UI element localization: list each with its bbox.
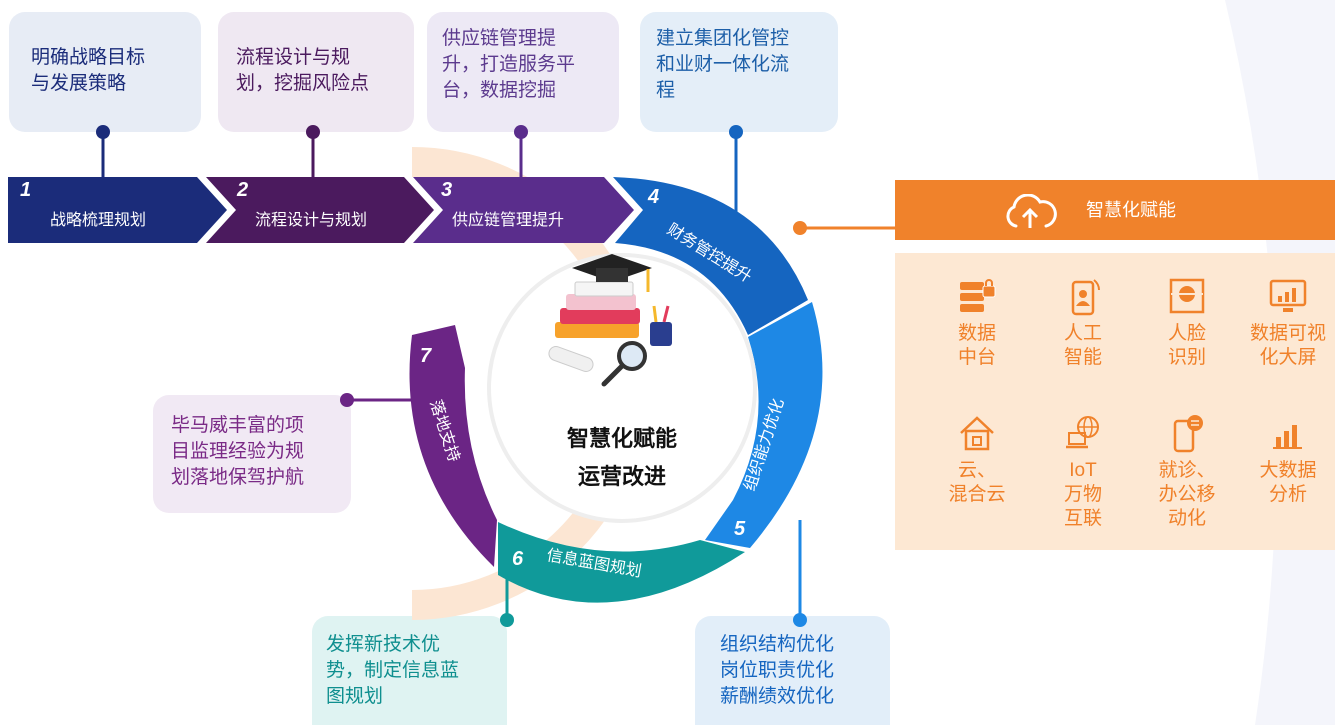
service-ai: 人工 智能 <box>1028 276 1138 370</box>
bubble-supply-line2: 升，打造服务平 <box>442 54 576 75</box>
service-6-line3: 互联 <box>1063 508 1102 529</box>
center-title-line1: 智慧化赋能 <box>567 426 677 451</box>
bubble-blueprint-line1: 发挥新技术优 <box>326 634 441 655</box>
bubble-supply-line1: 供应链管理提 <box>442 28 557 49</box>
step-4-segment <box>613 177 808 335</box>
step-1-arrow <box>8 177 227 243</box>
bubble-landing-line3: 划落地保驾护航 <box>171 467 305 488</box>
face-scan-icon <box>1169 278 1205 314</box>
books-illustration <box>548 254 672 387</box>
connector-dot-5 <box>793 613 807 627</box>
bubble-finance: 建立集团化管控 和业财一体化流 程 <box>640 12 838 132</box>
bubble-blueprint-line2: 势，制定信息蓝 <box>326 660 460 681</box>
step-4-number: 4 <box>647 186 659 208</box>
bubble-org-line1: 组织结构优化 <box>720 634 835 655</box>
step-7-segment <box>409 325 497 567</box>
bubble-blueprint-line3: 图规划 <box>326 686 384 707</box>
service-5-line1: 云、 <box>957 460 996 481</box>
bubble-strategy-line2: 与发展策略 <box>31 73 127 94</box>
bubble-process-line2: 划，挖掘风险点 <box>236 73 370 94</box>
service-iot: IoT 万物 互联 <box>1028 413 1138 531</box>
step-2-number: 2 <box>236 179 248 201</box>
bubble-process: 流程设计与规 划，挖掘风险点 <box>218 12 414 132</box>
bubble-landing-support: 毕马威丰富的项 目监理经验为规 划落地保驾护航 <box>153 395 351 513</box>
service-8-line2: 分析 <box>1268 484 1307 505</box>
bubble-strategy: 明确战略目标 与发展策略 <box>9 12 201 132</box>
enablement-header <box>895 180 1335 240</box>
step-3-number: 3 <box>441 179 452 201</box>
bubble-finance-line1: 建立集团化管控 <box>656 28 790 49</box>
service-6-line1: IoT <box>1069 460 1097 481</box>
service-2-line2: 智能 <box>1063 347 1102 368</box>
service-1-line2: 中台 <box>957 347 996 368</box>
bubble-landing-line2: 目监理经验为规 <box>171 441 305 462</box>
service-2-line1: 人工 <box>1063 323 1102 344</box>
center-title-line2: 运营改进 <box>578 464 666 489</box>
enablement-grid: 数据 中台 人工 智能 人脸 识别 数据可视 化大屏 <box>895 253 1335 550</box>
connector-dot-2 <box>306 125 320 139</box>
service-3-line1: 人脸 <box>1167 323 1206 344</box>
bubble-org-optimize: 组织结构优化 岗位职责优化 薪酬绩效优化 <box>695 616 890 725</box>
step-1-label: 战略梳理规划 <box>50 211 146 229</box>
service-7-line2: 办公移 <box>1158 484 1216 505</box>
step-2-label: 流程设计与规划 <box>255 211 367 229</box>
bubble-process-line1: 流程设计与规 <box>236 47 351 68</box>
service-face-recognition: 人脸 识别 <box>1132 276 1242 370</box>
service-7-line3: 动化 <box>1167 508 1206 529</box>
home-icon <box>960 416 994 451</box>
step-7-number: 7 <box>420 345 432 367</box>
cloud-upload-icon <box>1006 194 1057 228</box>
center-circle <box>487 253 757 523</box>
service-data-middle-platform: 数据 中台 <box>922 276 1032 370</box>
service-6-line2: 万物 <box>1063 484 1102 505</box>
connector-dot-4 <box>729 125 743 139</box>
step-5-number: 5 <box>734 518 746 540</box>
bubble-strategy-line1: 明确战略目标 <box>31 47 146 68</box>
connector-dot-enable <box>793 221 807 235</box>
service-3-line2: 识别 <box>1167 347 1206 368</box>
bubble-supply-chain: 供应链管理提 升，打造服务平 台，数据挖掘 <box>427 12 619 132</box>
bubble-finance-line3: 程 <box>656 80 676 101</box>
step-6-number: 6 <box>512 548 524 570</box>
step-5-segment <box>705 302 823 548</box>
smartphone-user-icon <box>1071 279 1100 316</box>
enablement-title: 智慧化赋能 <box>1086 200 1176 220</box>
bubble-finance-line2: 和业财一体化流 <box>656 54 790 75</box>
connector-dot-6 <box>500 613 514 627</box>
server-lock-icon <box>960 279 996 312</box>
step-3-arrow <box>413 177 634 243</box>
laptop-globe-icon <box>1066 416 1099 449</box>
bubble-org-line2: 岗位职责优化 <box>720 660 835 681</box>
connector-dot-3 <box>514 125 528 139</box>
service-4-line1: 数据可视 <box>1249 323 1326 344</box>
step-1-number: 1 <box>20 179 31 201</box>
bubble-info-blueprint: 发挥新技术优 势，制定信息蓝 图规划 <box>312 616 507 725</box>
service-7-line1: 就诊、 <box>1158 460 1216 481</box>
monitor-chart-icon <box>1269 279 1307 312</box>
connector-dot-7 <box>340 393 354 407</box>
bar-chart-icon <box>1273 425 1302 449</box>
bubble-supply-line3: 台，数据挖掘 <box>442 80 557 101</box>
service-data-visualization: 数据可视 化大屏 <box>1233 276 1335 370</box>
service-1-line1: 数据 <box>957 323 996 344</box>
service-mobile: 就诊、 办公移 动化 <box>1132 413 1242 531</box>
service-big-data: 大数据 分析 <box>1233 413 1335 507</box>
connector-dot-1 <box>96 125 110 139</box>
step-6-segment <box>498 522 745 603</box>
service-4-line2: 化大屏 <box>1259 347 1317 368</box>
step-2-arrow <box>206 177 434 243</box>
service-cloud: 云、 混合云 <box>922 413 1032 507</box>
service-8-line1: 大数据 <box>1259 460 1317 481</box>
bubble-org-line3: 薪酬绩效优化 <box>720 686 835 707</box>
service-5-line2: 混合云 <box>948 484 1006 505</box>
step-3-label: 供应链管理提升 <box>452 210 564 229</box>
bubble-landing-line1: 毕马威丰富的项 <box>171 415 305 436</box>
mobile-chat-icon <box>1173 415 1203 453</box>
